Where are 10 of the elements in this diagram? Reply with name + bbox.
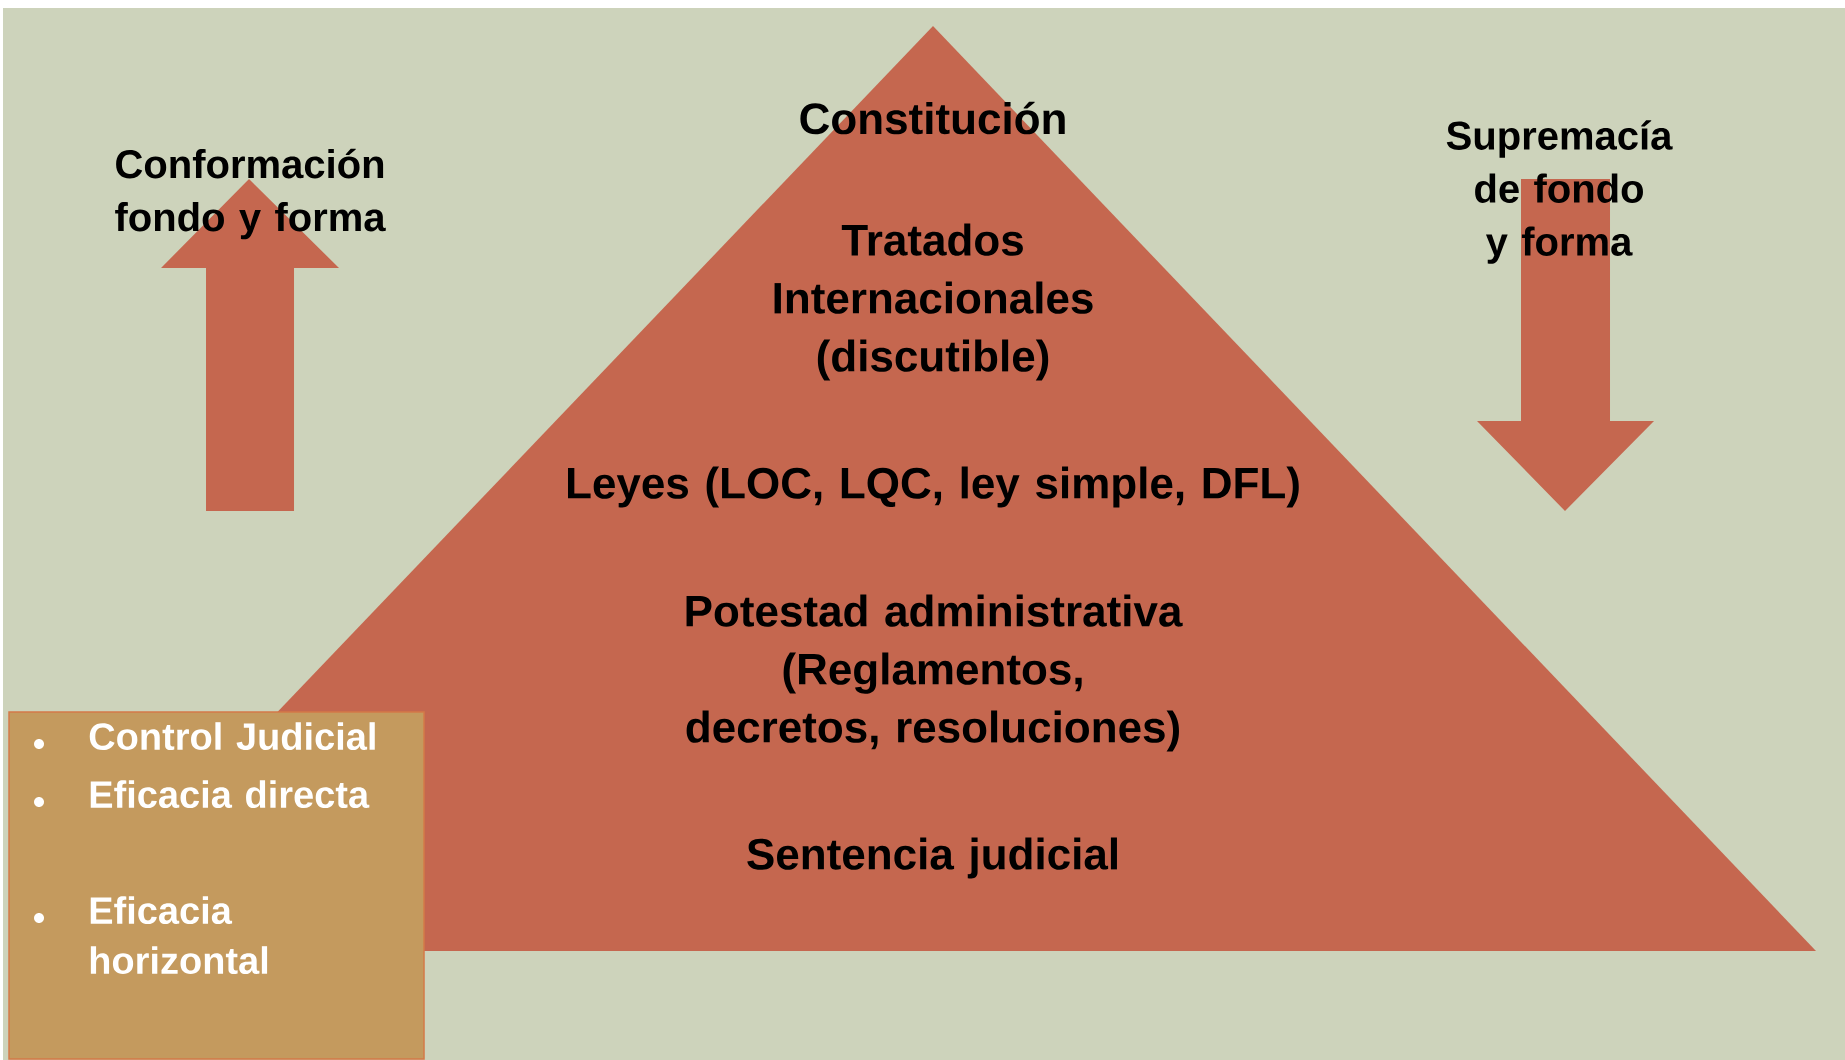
arrow-label: Conformación fondo y forma bbox=[115, 148, 386, 240]
level-label: Tratados Internacionales (discutible) bbox=[774, 223, 1093, 381]
list-item: Eficacia horizontal bbox=[90, 896, 268, 975]
arrow-label: Supremacía de fondo y forma bbox=[1446, 120, 1673, 264]
level-label: Sentencia judicial bbox=[747, 837, 1117, 879]
level-label: Leyes (LOC, LQC, ley simple, DFL) bbox=[568, 466, 1299, 508]
list-item: Control Judicial bbox=[89, 722, 375, 751]
list-item: Eficacia directa bbox=[90, 780, 370, 809]
level-label: Potestad administrativa (Reglamentos, decretos, resoluciones) bbox=[686, 594, 1183, 752]
level-label: Constitución bbox=[800, 101, 1065, 135]
